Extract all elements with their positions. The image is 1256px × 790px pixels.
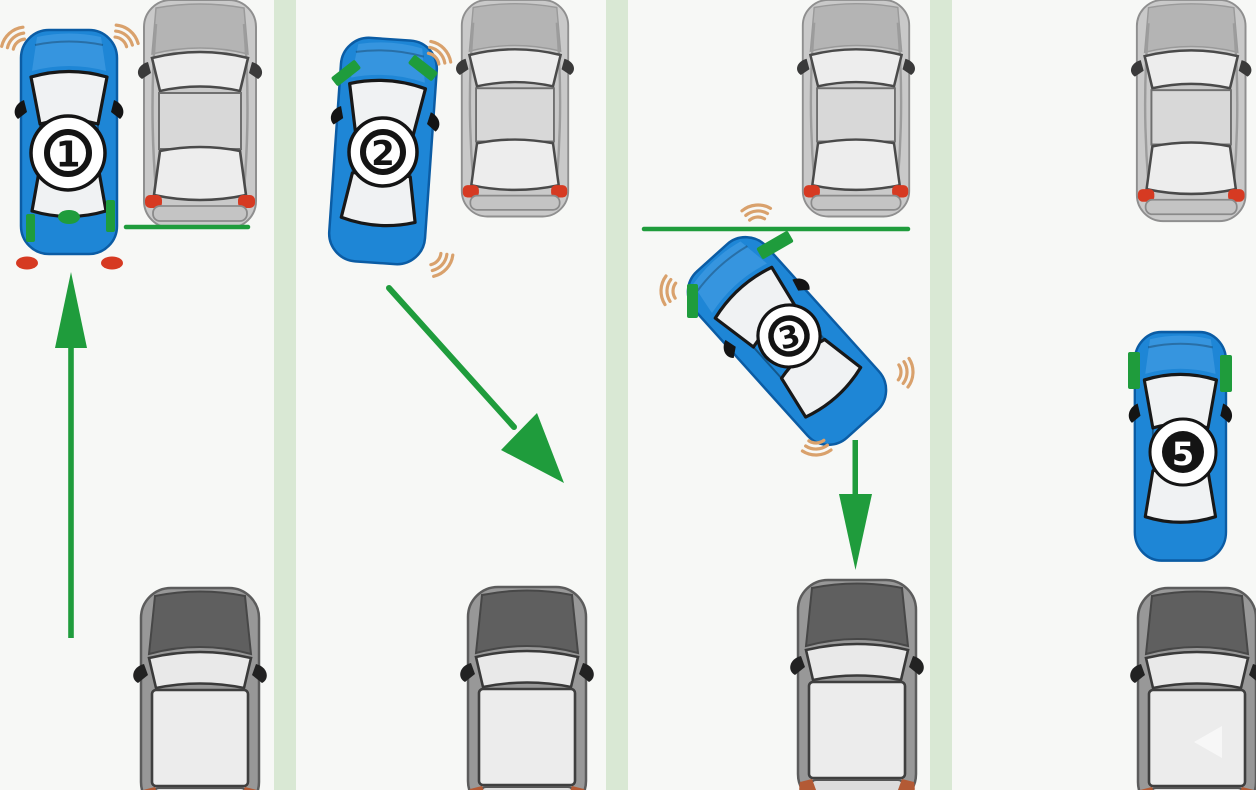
- gray-car-rear-parked: [1128, 586, 1256, 790]
- mirror-chevron-right: [408, 55, 438, 81]
- mirror-chevron-left: [331, 60, 361, 86]
- gray-car-front-parked: [795, 0, 917, 218]
- gray-car-front-parked: [136, 0, 264, 230]
- step-number: 2: [371, 134, 395, 174]
- diagonal-down-right-arrow: [386, 285, 564, 483]
- side-marker-left: [1128, 352, 1140, 389]
- side-marker-right: [1220, 355, 1232, 392]
- panel-step-2: 2: [319, 0, 596, 790]
- side-marker-left: [687, 284, 698, 318]
- down-arrow: [839, 440, 872, 570]
- side-marker-left: [26, 214, 35, 242]
- side-marker-right: [106, 200, 115, 232]
- gray-car-rear-parked: [458, 585, 596, 790]
- gray-car-front-parked: [1129, 0, 1253, 223]
- panel-step-3: 3: [641, 0, 926, 790]
- up-arrow: [55, 272, 87, 638]
- step-5-badge: 5: [1148, 417, 1218, 487]
- rear-center-marker: [58, 210, 80, 224]
- brake-light-left: [16, 256, 38, 270]
- panel-step-1: 1: [0, 0, 269, 790]
- panel-step-5: 5: [1127, 0, 1256, 790]
- gray-car-front-parked: [454, 0, 576, 218]
- step-1-badge: 1: [29, 114, 107, 192]
- step-2-badge: 2: [347, 116, 419, 188]
- step-number: 5: [1172, 435, 1194, 473]
- step-number: 1: [55, 135, 80, 176]
- gray-car-rear-parked: [131, 586, 269, 790]
- lane-divider: [606, 0, 628, 790]
- lane-divider: [274, 0, 296, 790]
- lane-divider: [930, 0, 952, 790]
- step-3-badge: 3: [756, 303, 822, 369]
- brake-light-right: [101, 256, 123, 270]
- watermark-play-icon: [1194, 726, 1222, 758]
- gray-car-rear-parked: [788, 578, 926, 790]
- side-marker-front: [756, 231, 794, 259]
